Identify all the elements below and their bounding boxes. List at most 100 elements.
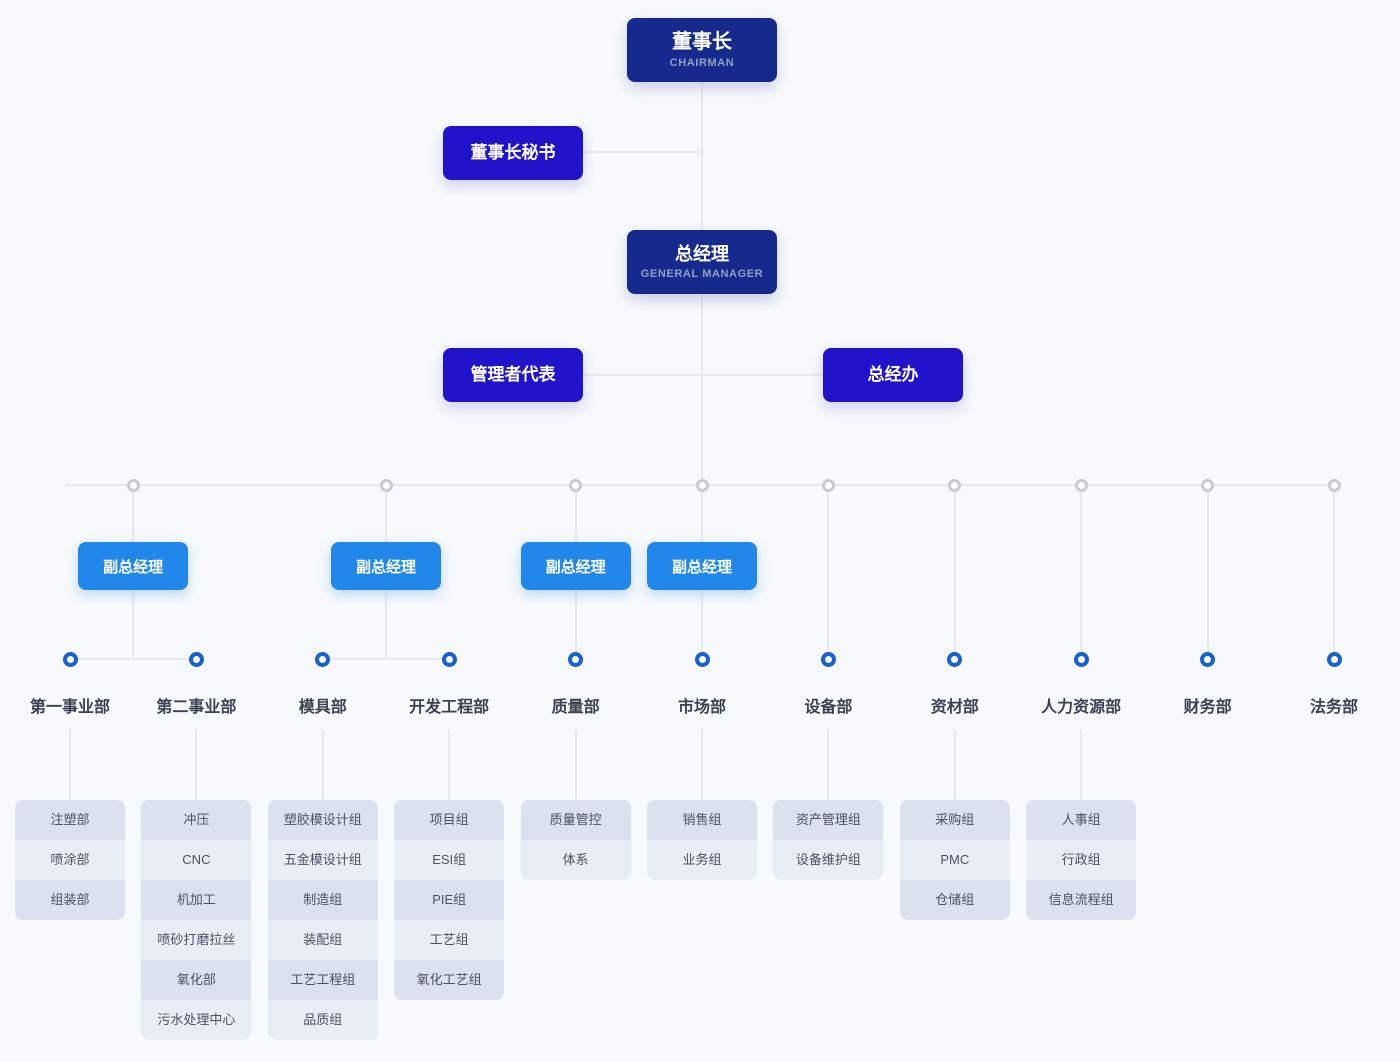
chairman-title: 董事长 xyxy=(672,31,732,53)
team-row: PIE组 xyxy=(394,880,505,920)
team-list-connector-line xyxy=(827,729,830,800)
department-stem-line xyxy=(953,485,956,659)
vp-feed-line xyxy=(701,485,703,542)
rep-office-branch-line xyxy=(583,374,823,376)
branch-point-circle xyxy=(1074,478,1088,492)
general-manager-title: 总经理 xyxy=(675,244,729,265)
team-row: 体系 xyxy=(520,840,631,880)
team-row: 组装部 xyxy=(15,880,125,920)
team-row: 业务组 xyxy=(647,840,757,880)
department-circle xyxy=(1073,651,1089,667)
team-row: 氧化工艺组 xyxy=(394,960,505,1000)
branch-point-circle xyxy=(695,478,709,492)
team-list-connector-line xyxy=(574,729,577,800)
team-list-connector-line xyxy=(69,729,71,800)
department-pair-line xyxy=(322,658,450,660)
branch-point-circle xyxy=(569,478,583,492)
department-pair-line xyxy=(70,658,197,660)
team-list: 质量管控体系 xyxy=(520,800,631,880)
team-row: 行政组 xyxy=(1026,840,1137,880)
department-stem-line xyxy=(1080,485,1083,659)
department-label: 第二事业部 xyxy=(156,699,237,716)
vice-general-manager-node: 副总经理 xyxy=(647,542,757,590)
team-list-connector-line xyxy=(448,729,451,800)
vice-general-manager-label: 副总经理 xyxy=(545,558,606,576)
vp-stem-line xyxy=(574,590,577,659)
branch-point-circle xyxy=(126,478,140,492)
vp-feed-line xyxy=(385,485,387,542)
team-row: 采购组 xyxy=(899,800,1010,840)
department-label: 质量部 xyxy=(551,699,600,716)
department-label: 法务部 xyxy=(1309,699,1358,716)
chairman-subtitle: CHAIRMAN xyxy=(669,57,735,69)
team-row: 人事组 xyxy=(1026,800,1137,840)
team-row: 冲压 xyxy=(141,800,252,840)
department-circle xyxy=(441,651,457,667)
team-row: 注塑部 xyxy=(15,800,125,840)
team-list: 注塑部喷涂部组装部 xyxy=(15,800,125,920)
department-circle xyxy=(62,651,78,667)
team-list: 人事组行政组信息流程组 xyxy=(1026,800,1137,920)
department-label: 资材部 xyxy=(930,699,979,716)
department-label: 财务部 xyxy=(1183,699,1232,716)
team-list: 销售组业务组 xyxy=(647,800,757,880)
team-row: 机加工 xyxy=(141,880,252,920)
department-stem-line xyxy=(1333,485,1335,659)
vice-general-manager-label: 副总经理 xyxy=(103,558,164,576)
chairman-node: 董事长 CHAIRMAN xyxy=(627,18,777,82)
general-manager-subtitle: GENERAL MANAGER xyxy=(640,267,764,280)
team-list: 塑胶模设计组五金模设计组制造组装配组工艺工程组品质组 xyxy=(267,800,378,1040)
team-list-connector-line xyxy=(953,729,956,800)
gm-office-node: 总经办 xyxy=(823,348,963,402)
department-label: 市场部 xyxy=(677,699,726,716)
team-list-connector-line xyxy=(195,729,198,800)
branch-point-circle xyxy=(948,478,962,492)
team-row: 工艺组 xyxy=(394,920,505,960)
team-row: 项目组 xyxy=(394,800,505,840)
team-row: 氧化部 xyxy=(141,960,252,1000)
team-list-connector-line xyxy=(321,729,324,800)
team-row: 装配组 xyxy=(267,920,378,960)
department-label: 人力资源部 xyxy=(1041,699,1122,716)
management-rep-node: 管理者代表 xyxy=(443,348,583,402)
team-row: PMC xyxy=(899,840,1010,880)
vice-general-manager-label: 副总经理 xyxy=(671,558,732,576)
department-circle xyxy=(315,651,331,667)
department-stem-line xyxy=(827,485,830,659)
vp-feed-line xyxy=(132,485,135,542)
team-row: 制造组 xyxy=(267,880,378,920)
team-row: 品质组 xyxy=(267,1000,378,1040)
branch-point-circle xyxy=(821,478,835,492)
branch-point-circle xyxy=(379,478,393,492)
vice-general-manager-node: 副总经理 xyxy=(331,542,441,590)
department-circle xyxy=(820,651,836,667)
department-label: 开发工程部 xyxy=(409,699,490,716)
department-circle xyxy=(947,651,963,667)
department-stem-line xyxy=(1206,485,1209,659)
vp-stem-line xyxy=(701,590,703,659)
vp-feed-line xyxy=(574,485,577,542)
team-row: 喷砂打磨拉丝 xyxy=(141,920,252,960)
department-circle xyxy=(1326,651,1342,667)
team-list: 资产管理组设备维护组 xyxy=(773,800,884,880)
department-circle xyxy=(1200,651,1216,667)
vp-stem-line xyxy=(385,590,387,659)
department-circle xyxy=(188,651,204,667)
department-label: 第一事业部 xyxy=(29,699,110,716)
team-list-connector-line xyxy=(1080,729,1083,800)
branch-point-circle xyxy=(1327,478,1341,492)
vp-stem-line xyxy=(132,590,135,659)
vice-general-manager-label: 副总经理 xyxy=(355,558,416,576)
team-row: 质量管控 xyxy=(520,800,631,840)
vice-general-manager-node: 副总经理 xyxy=(78,542,189,590)
secretary-branch-line xyxy=(583,151,702,153)
team-row: 设备维护组 xyxy=(773,840,884,880)
team-list-connector-line xyxy=(701,729,703,800)
team-row: 污水处理中心 xyxy=(141,1000,252,1040)
team-row: 工艺工程组 xyxy=(267,960,378,1000)
team-row: ESI组 xyxy=(394,840,505,880)
team-row: 仓储组 xyxy=(899,880,1010,920)
